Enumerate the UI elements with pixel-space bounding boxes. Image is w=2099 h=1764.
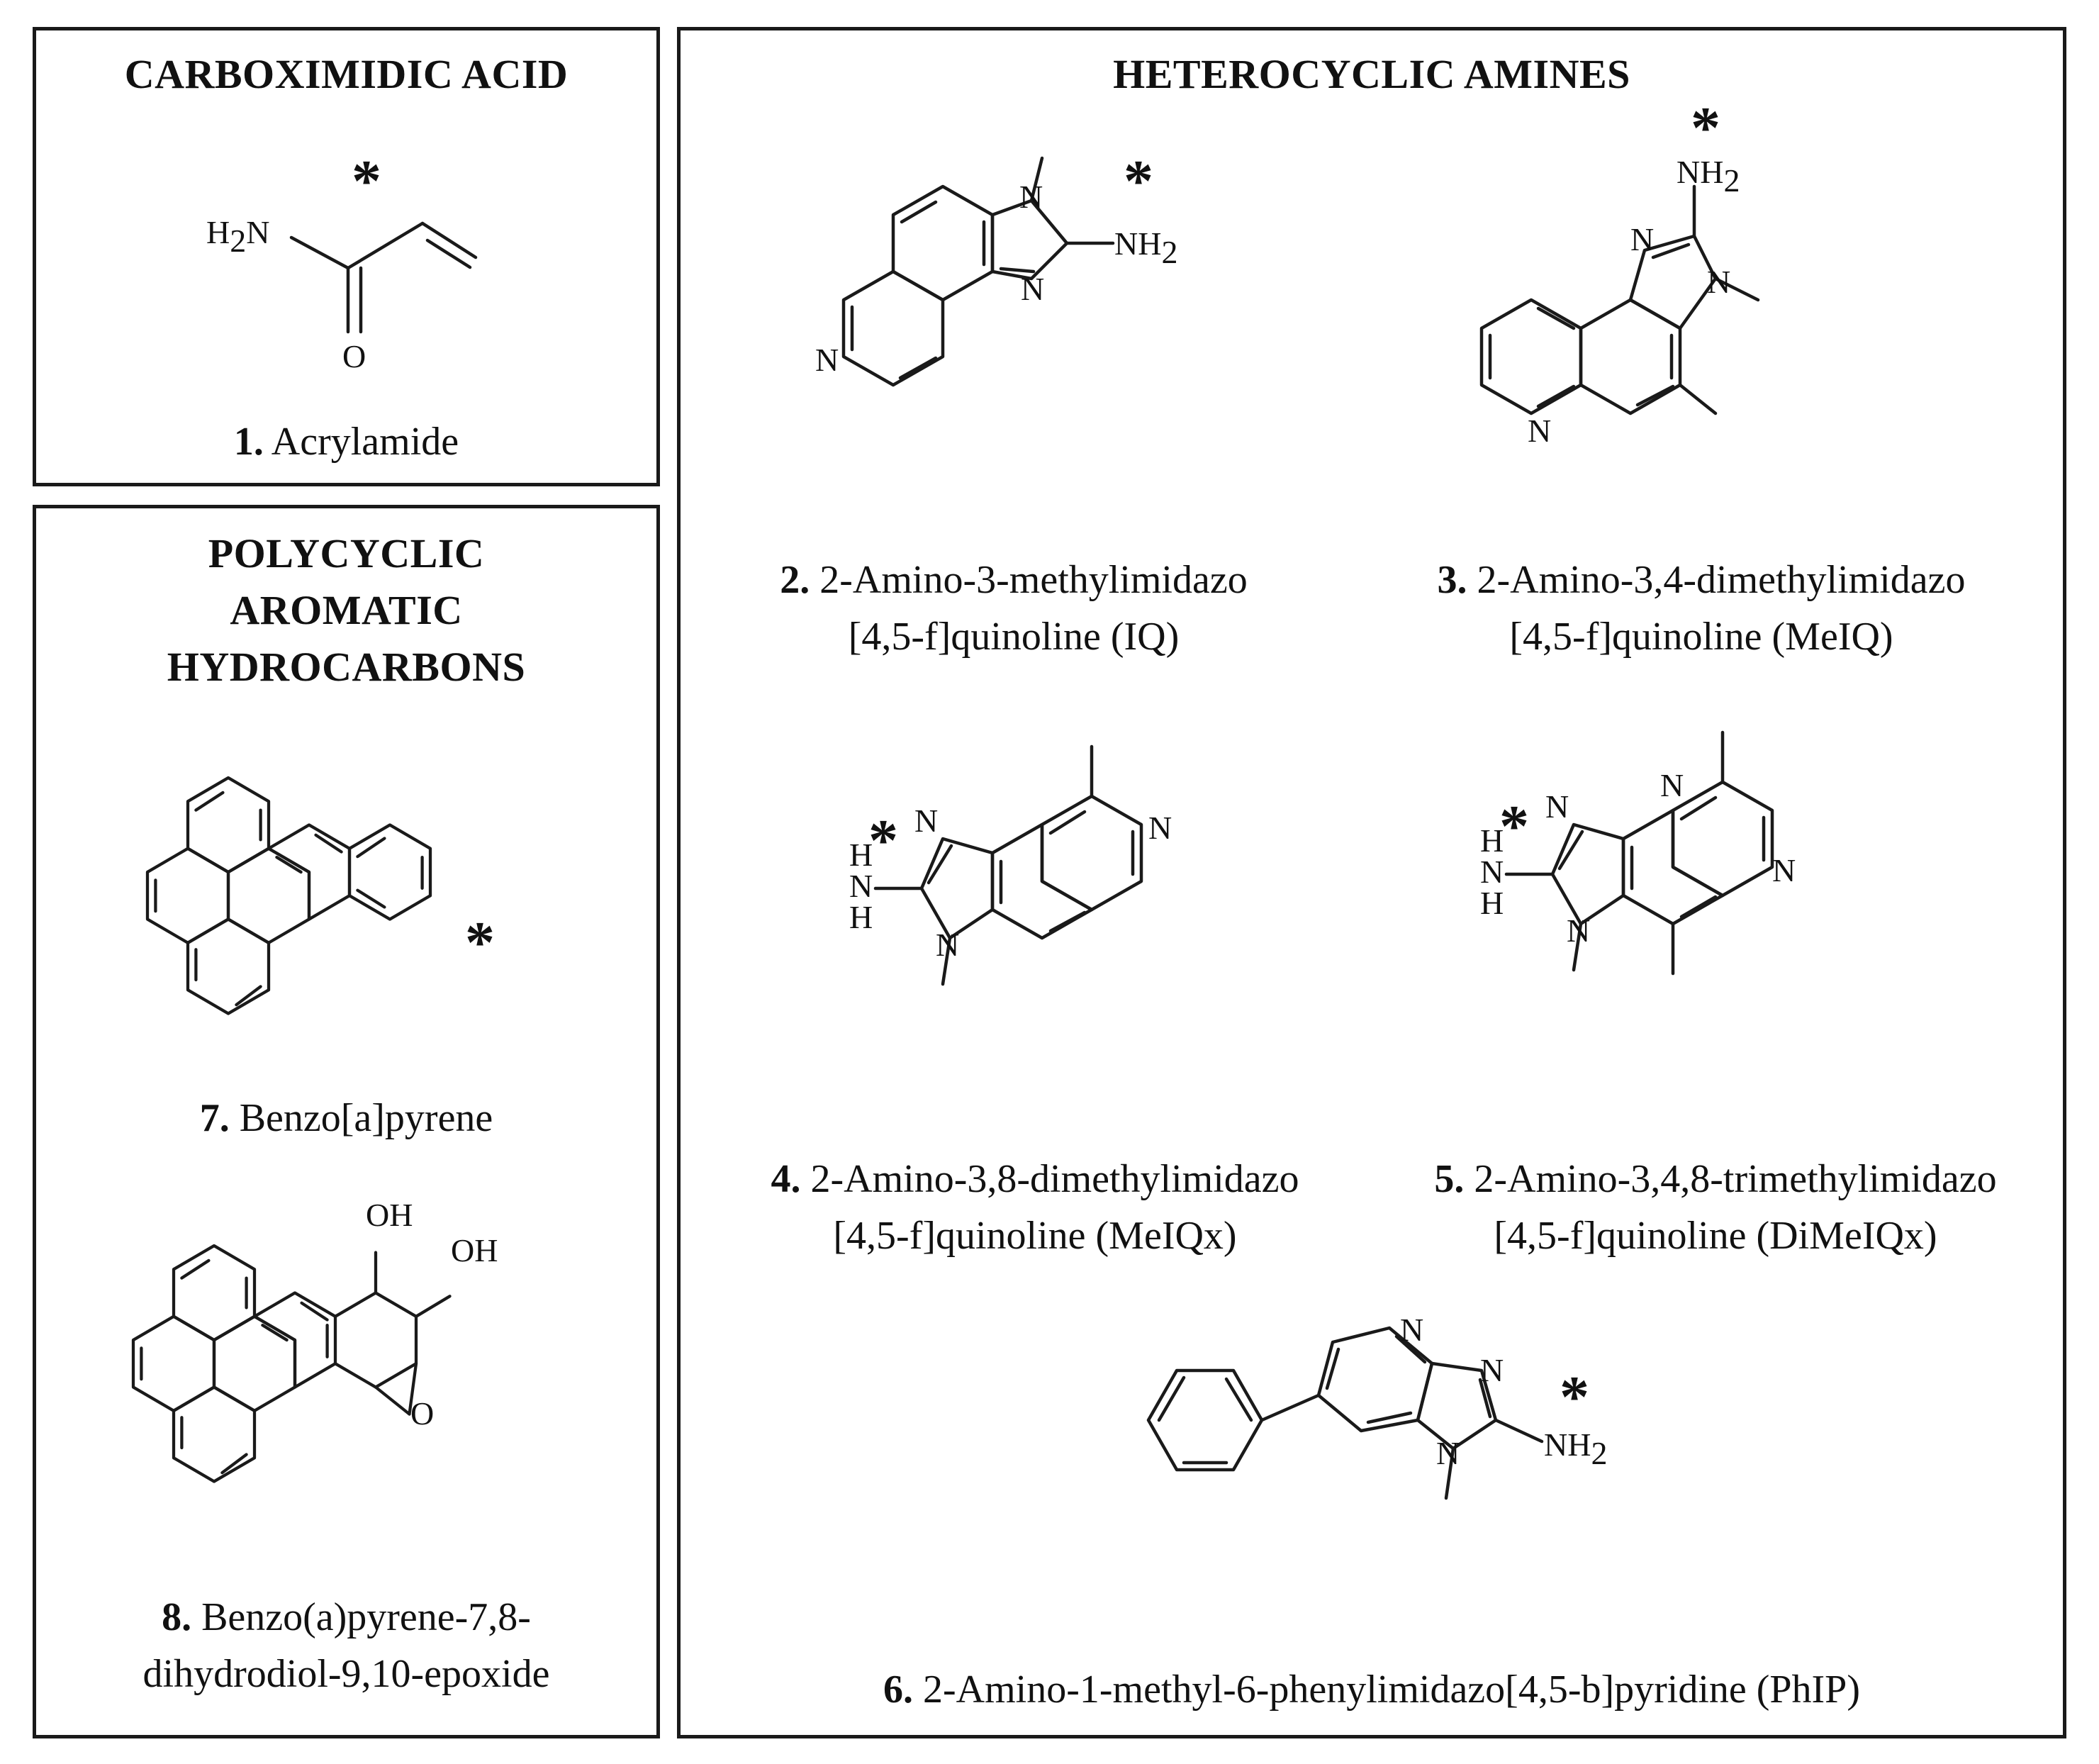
phip-structure: N N N NH2 * (1146, 1312, 1607, 1500)
atom-label-nitrogen: N (1480, 854, 1504, 890)
atom-label-hydroxyl: OH (451, 1232, 498, 1268)
activity-marker: * (1499, 793, 1529, 859)
compound-number: 3. (1437, 558, 1467, 602)
activity-marker: * (465, 910, 495, 976)
compound-caption-3-line-1: 3. 2-Amino-3,4-dimethylimidazo (1361, 552, 2042, 608)
dimeiqx-structure: N N N N H N H * (1480, 730, 1796, 976)
atom-label-nh2: NH2 (1544, 1427, 1607, 1471)
atom-label-nitrogen: N (1660, 767, 1684, 803)
iq-structure: N N N NH2 * (815, 148, 1177, 387)
compound-caption-6: 6. 2-Amino-1-methyl-6-phenylimidazo[4,5-… (681, 1661, 2063, 1718)
panel-title-line-2: AROMATIC (230, 587, 463, 633)
atom-label-oxygen: O (342, 338, 366, 374)
atom-label-hydrogen: H (849, 837, 873, 873)
panel-title: HETEROCYCLIC AMINES (1113, 51, 1630, 97)
panel-carboximidic-acid: CARBOXIMIDIC ACID * H2N O 1. Acrylamide (33, 27, 660, 486)
compound-caption-5-line-1: 5. 2-Amino-3,4,8-trimethylimidazo (1361, 1151, 2070, 1207)
compound-caption-5-line-2: [4,5-f]quinoline (DiMeIQx) (1494, 1214, 1937, 1258)
atom-label-hydrogen: H (849, 899, 873, 935)
atom-label-nitrogen: N (815, 342, 839, 378)
compound-name: 2-Amino-1-methyl-6-phenylimidazo[4,5-b]p… (923, 1668, 1860, 1712)
bpde-structure: OH OH O (131, 1197, 498, 1483)
atom-label-nitrogen: N (1567, 912, 1590, 949)
atom-label-nitrogen: N (1148, 810, 1172, 846)
compound-name: 2-Amino-3,4,8-trimethylimidazo (1474, 1157, 1997, 1201)
compound-caption-7: 7. Benzo[a]pyrene (36, 1090, 656, 1146)
panel-title: CARBOXIMIDIC ACID (124, 51, 569, 97)
atom-label-nitrogen: N (1436, 1435, 1460, 1471)
atom-label-nitrogen: N (936, 927, 959, 963)
atom-label-nitrogen: N (849, 868, 873, 904)
atom-label-h2n: H2N (206, 214, 269, 259)
atom-label-nitrogen: N (1545, 788, 1569, 825)
panel-title-line-1: POLYCYCLIC (208, 530, 485, 576)
atom-label-nitrogen: N (914, 803, 938, 839)
compound-name: 2-Amino-3-methylimidazo (819, 558, 1248, 602)
activity-marker: * (1691, 95, 1720, 161)
panel-polycyclic-aromatic-hydrocarbons: POLYCYCLIC AROMATIC HYDROCARBONS (33, 505, 660, 1738)
atom-label-nitrogen: N (1019, 179, 1043, 215)
compound-caption-2-line-2: [4,5-f]quinoline (IQ) (848, 615, 1180, 659)
compound-number: 7. (199, 1096, 230, 1140)
atom-label-hydrogen: H (1480, 822, 1504, 859)
atom-label-nitrogen: N (1021, 271, 1044, 307)
compound-number: 5. (1434, 1157, 1465, 1201)
activity-marker: * (1124, 148, 1153, 214)
compound-name: Benzo[a]pyrene (239, 1096, 493, 1140)
compound-caption-4-line-2: [4,5-f]quinoline (MeIQx) (833, 1214, 1237, 1258)
activity-marker: * (1560, 1364, 1589, 1430)
compound-number: 1. (233, 420, 264, 464)
compound-name: 2-Amino-3,4-dimethylimidazo (1477, 558, 1966, 602)
compound-caption-8-line-1: 8. Benzo(a)pyrene-7,8- (36, 1589, 656, 1646)
compound-number: 8. (162, 1595, 192, 1639)
benzo-a-pyrene-structure: * (145, 776, 495, 1015)
atom-label-hydrogen: H (1480, 885, 1504, 921)
compound-caption-8-line-2: dihydrodiol-9,10-epoxide (142, 1652, 550, 1696)
atom-label-nitrogen: N (1772, 852, 1796, 888)
atom-label-nitrogen: N (1707, 264, 1730, 300)
atom-label-hydroxyl: OH (366, 1197, 413, 1233)
compound-caption-4-line-1: 4. 2-Amino-3,8-dimethylimidazo (695, 1151, 1375, 1207)
atom-label-nitrogen: N (1400, 1312, 1423, 1348)
compound-caption-3-line-2: [4,5-f]quinoline (MeIQ) (1509, 615, 1893, 659)
compound-number: 2. (780, 558, 810, 602)
compound-number: 4. (771, 1157, 801, 1201)
compound-name: Acrylamide (271, 420, 459, 464)
meiq-structure: N N N NH2 * (1479, 95, 1760, 449)
atom-label-nh2: NH2 (1114, 225, 1177, 270)
compound-number: 6. (883, 1668, 914, 1712)
atom-label-nitrogen: N (1630, 221, 1654, 257)
compound-caption-2-line-1: 2. 2-Amino-3-methylimidazo (695, 552, 1333, 608)
acrylamide-structure: * H2N O (206, 148, 478, 374)
compound-name: 2-Amino-3,8-dimethylimidazo (810, 1157, 1299, 1201)
atom-label-oxygen: O (410, 1395, 434, 1431)
activity-marker: * (352, 148, 381, 214)
atom-label-nitrogen: N (1480, 1352, 1504, 1388)
panel-title-line-3: HYDROCARBONS (167, 644, 526, 690)
compound-caption-1: 1. Acrylamide (36, 413, 656, 470)
compound-name: Benzo(a)pyrene-7,8- (201, 1595, 531, 1639)
meiqx-structure: N N N H N H * (849, 744, 1172, 986)
panel-heterocyclic-amines: HETEROCYCLIC AMINES N N N NH2 * 2. 2-Ami… (677, 27, 2066, 1738)
activity-marker: * (868, 808, 898, 873)
atom-label-nitrogen: N (1528, 413, 1551, 449)
